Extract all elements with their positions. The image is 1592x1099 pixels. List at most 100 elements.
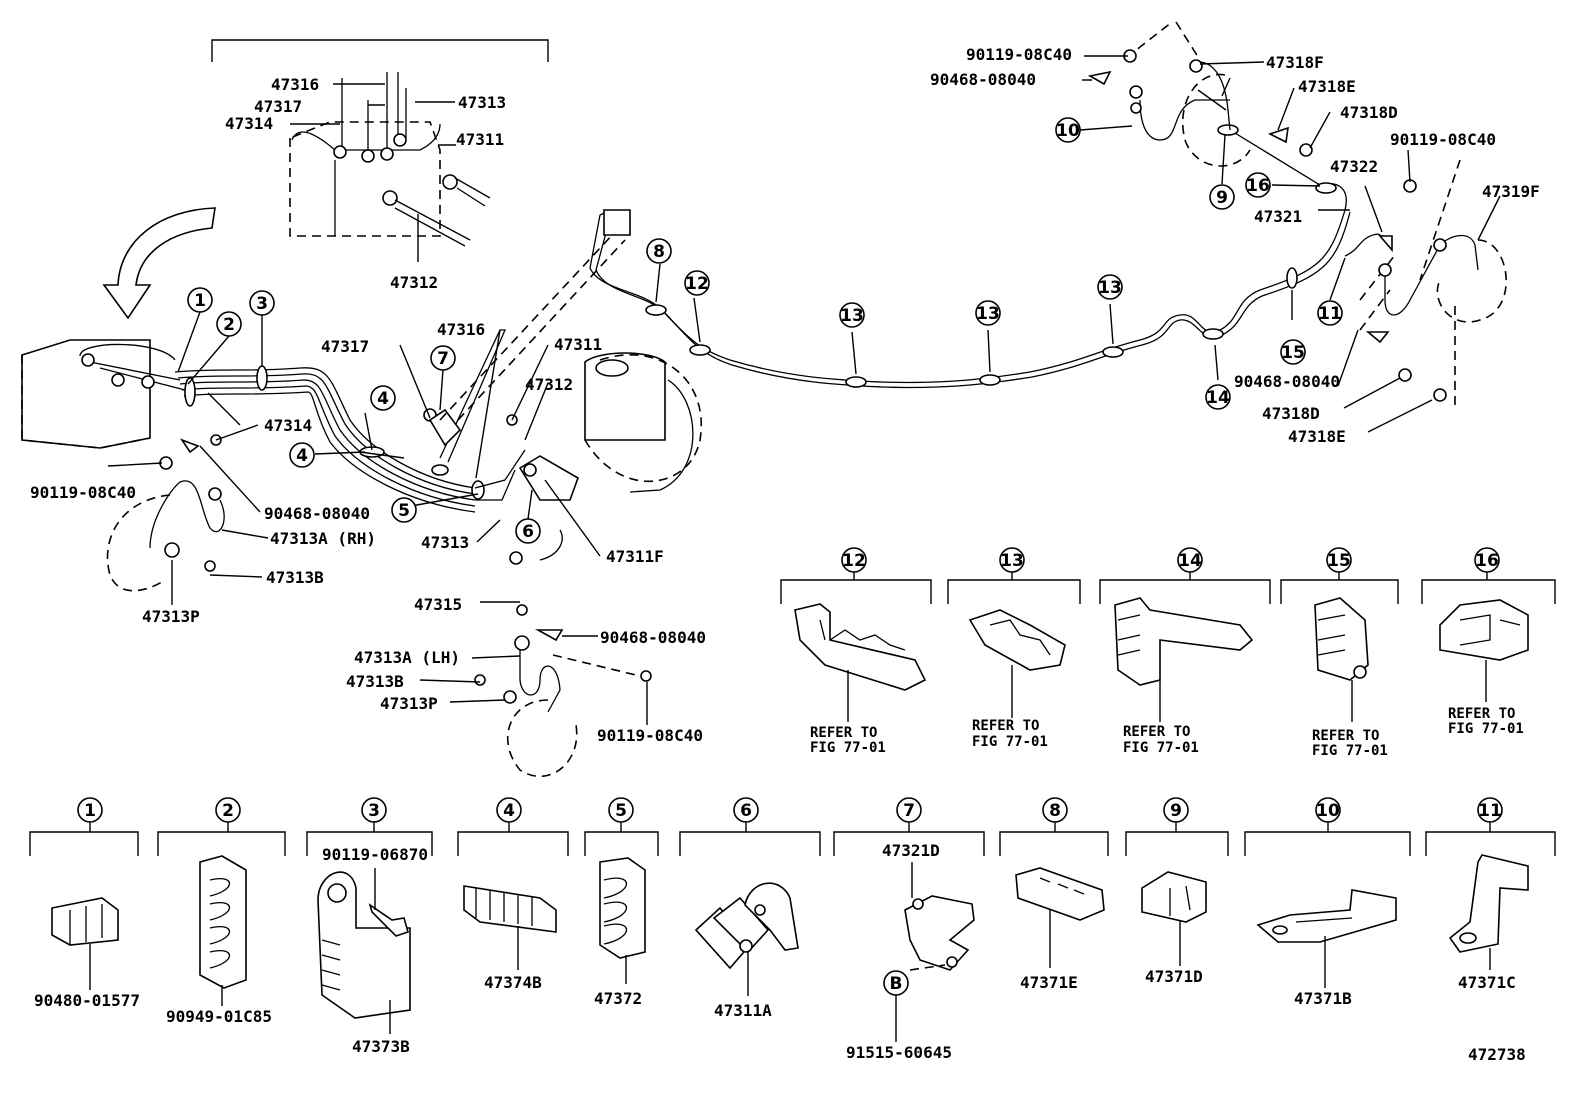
part-label: 47312 <box>390 273 438 292</box>
svg-text:14: 14 <box>1178 551 1202 571</box>
detail-16: 16 REFER TO FIG 77-01 <box>1421 547 1556 737</box>
part-label: 90468-08040 <box>264 504 370 523</box>
callout-detail-1: 1 <box>77 797 103 823</box>
detail-8: 8 47371E <box>999 797 1109 992</box>
part-number: 47371D <box>1145 967 1203 986</box>
svg-text:13: 13 <box>1000 551 1024 571</box>
svg-text:10: 10 <box>1056 121 1080 141</box>
svg-text:2: 2 <box>222 801 234 821</box>
svg-text:12: 12 <box>842 551 866 571</box>
callout-7: 7 <box>430 345 456 371</box>
main-line-run <box>589 124 1351 389</box>
callout-detail-15: 15 <box>1326 547 1352 573</box>
part-label: 90468-08040 <box>600 628 706 647</box>
svg-text:5: 5 <box>398 501 410 521</box>
svg-text:11: 11 <box>1318 304 1342 324</box>
callout-16: 16 <box>1245 172 1271 198</box>
part-label: 47312 <box>525 375 573 394</box>
part-label: 47318E <box>1288 427 1346 446</box>
callout-11: 11 <box>1317 300 1343 326</box>
svg-text:7: 7 <box>903 801 915 821</box>
part-number: 47371E <box>1020 973 1078 992</box>
part-number: 47373B <box>352 1037 410 1056</box>
callout-detail-2: 2 <box>215 797 241 823</box>
detail-11: 11 47371C <box>1425 797 1556 992</box>
refer-note: REFER TO <box>1123 724 1190 740</box>
svg-text:3: 3 <box>256 294 268 314</box>
diagram-id: 472738 <box>1468 1045 1526 1064</box>
part-label: 47318F <box>1266 53 1324 72</box>
callout-detail-8: 8 <box>1042 797 1068 823</box>
part-label: 47318D <box>1262 404 1320 423</box>
refer-note: FIG 77-01 <box>972 734 1048 750</box>
rh-hose <box>106 434 225 592</box>
callout-12: 12 <box>684 270 710 296</box>
part-number: 47374B <box>484 973 542 992</box>
callout-detail-13: 13 <box>999 547 1025 573</box>
refer-note: REFER TO <box>1448 706 1515 722</box>
refer-note: FIG 77-01 <box>810 740 886 756</box>
part-label: 47314 <box>264 416 312 435</box>
part-label: 47311 <box>456 130 504 149</box>
svg-text:1: 1 <box>84 801 96 821</box>
part-label: 90119-08C40 <box>966 45 1072 64</box>
detail-12: 12 REFER TO FIG 77-01 <box>780 547 932 756</box>
part-label: 90119-08C40 <box>30 483 136 502</box>
callout-detail-5: 5 <box>608 797 634 823</box>
svg-text:5: 5 <box>615 801 627 821</box>
part-label: 90468-08040 <box>1234 372 1340 391</box>
svg-text:14: 14 <box>1206 388 1230 408</box>
part-label: 47318D <box>1340 103 1398 122</box>
svg-text:13: 13 <box>976 304 1000 324</box>
callout-13c: 13 <box>1097 274 1123 300</box>
callout-detail-4: 4 <box>496 797 522 823</box>
leader-lines <box>107 55 1501 725</box>
svg-text:13: 13 <box>840 306 864 326</box>
callout-b: B <box>883 970 909 996</box>
svg-text:2: 2 <box>223 315 235 335</box>
callout-14: 14 <box>1205 384 1231 410</box>
svg-text:15: 15 <box>1281 343 1305 363</box>
svg-text:15: 15 <box>1327 551 1351 571</box>
svg-text:13: 13 <box>1098 278 1122 298</box>
master-cylinder <box>423 352 703 501</box>
part-number: 47371C <box>1458 973 1516 992</box>
detail-7: 7 47321D B 91515-60645 <box>833 797 985 1062</box>
callout-detail-3: 3 <box>361 797 387 823</box>
part-label: 47321 <box>1254 207 1302 226</box>
svg-text:1: 1 <box>194 291 206 311</box>
callout-8: 8 <box>646 238 672 264</box>
callout-13a: 13 <box>839 302 865 328</box>
part-label: 47318E <box>1298 77 1356 96</box>
svg-text:8: 8 <box>1049 801 1061 821</box>
detail-10: 10 47371B <box>1244 797 1411 1008</box>
actuator-block <box>21 339 186 449</box>
part-label: 47313B <box>346 672 404 691</box>
rear-hoses <box>1087 21 1507 405</box>
part-number: 90949-01C85 <box>166 1007 272 1026</box>
pipe-bundle <box>174 329 526 513</box>
svg-text:9: 9 <box>1170 801 1182 821</box>
detail-9: 9 47371D <box>1125 797 1229 986</box>
callout-13b: 13 <box>975 300 1001 326</box>
detail-6: 6 47311A <box>679 797 821 1020</box>
part-label: 47313 <box>421 533 469 552</box>
callout-detail-11: 11 <box>1477 797 1503 823</box>
callout-detail-9: 9 <box>1163 797 1189 823</box>
callout-detail-16: 16 <box>1474 547 1500 573</box>
actuator-inset <box>211 39 549 262</box>
part-label: 47311F <box>606 547 664 566</box>
callout-5: 5 <box>391 497 417 523</box>
part-label: 47322 <box>1330 157 1378 176</box>
part-label: 47315 <box>414 595 462 614</box>
part-label: 47317 <box>321 337 369 356</box>
callout-9: 9 <box>1209 184 1235 210</box>
callout-detail-10: 10 <box>1315 797 1341 823</box>
arrow-icon <box>102 207 216 320</box>
svg-text:10: 10 <box>1316 801 1340 821</box>
svg-text:4: 4 <box>377 389 389 409</box>
svg-text:6: 6 <box>522 522 534 542</box>
callout-detail-7: 7 <box>896 797 922 823</box>
refer-note: REFER TO <box>1312 728 1379 744</box>
